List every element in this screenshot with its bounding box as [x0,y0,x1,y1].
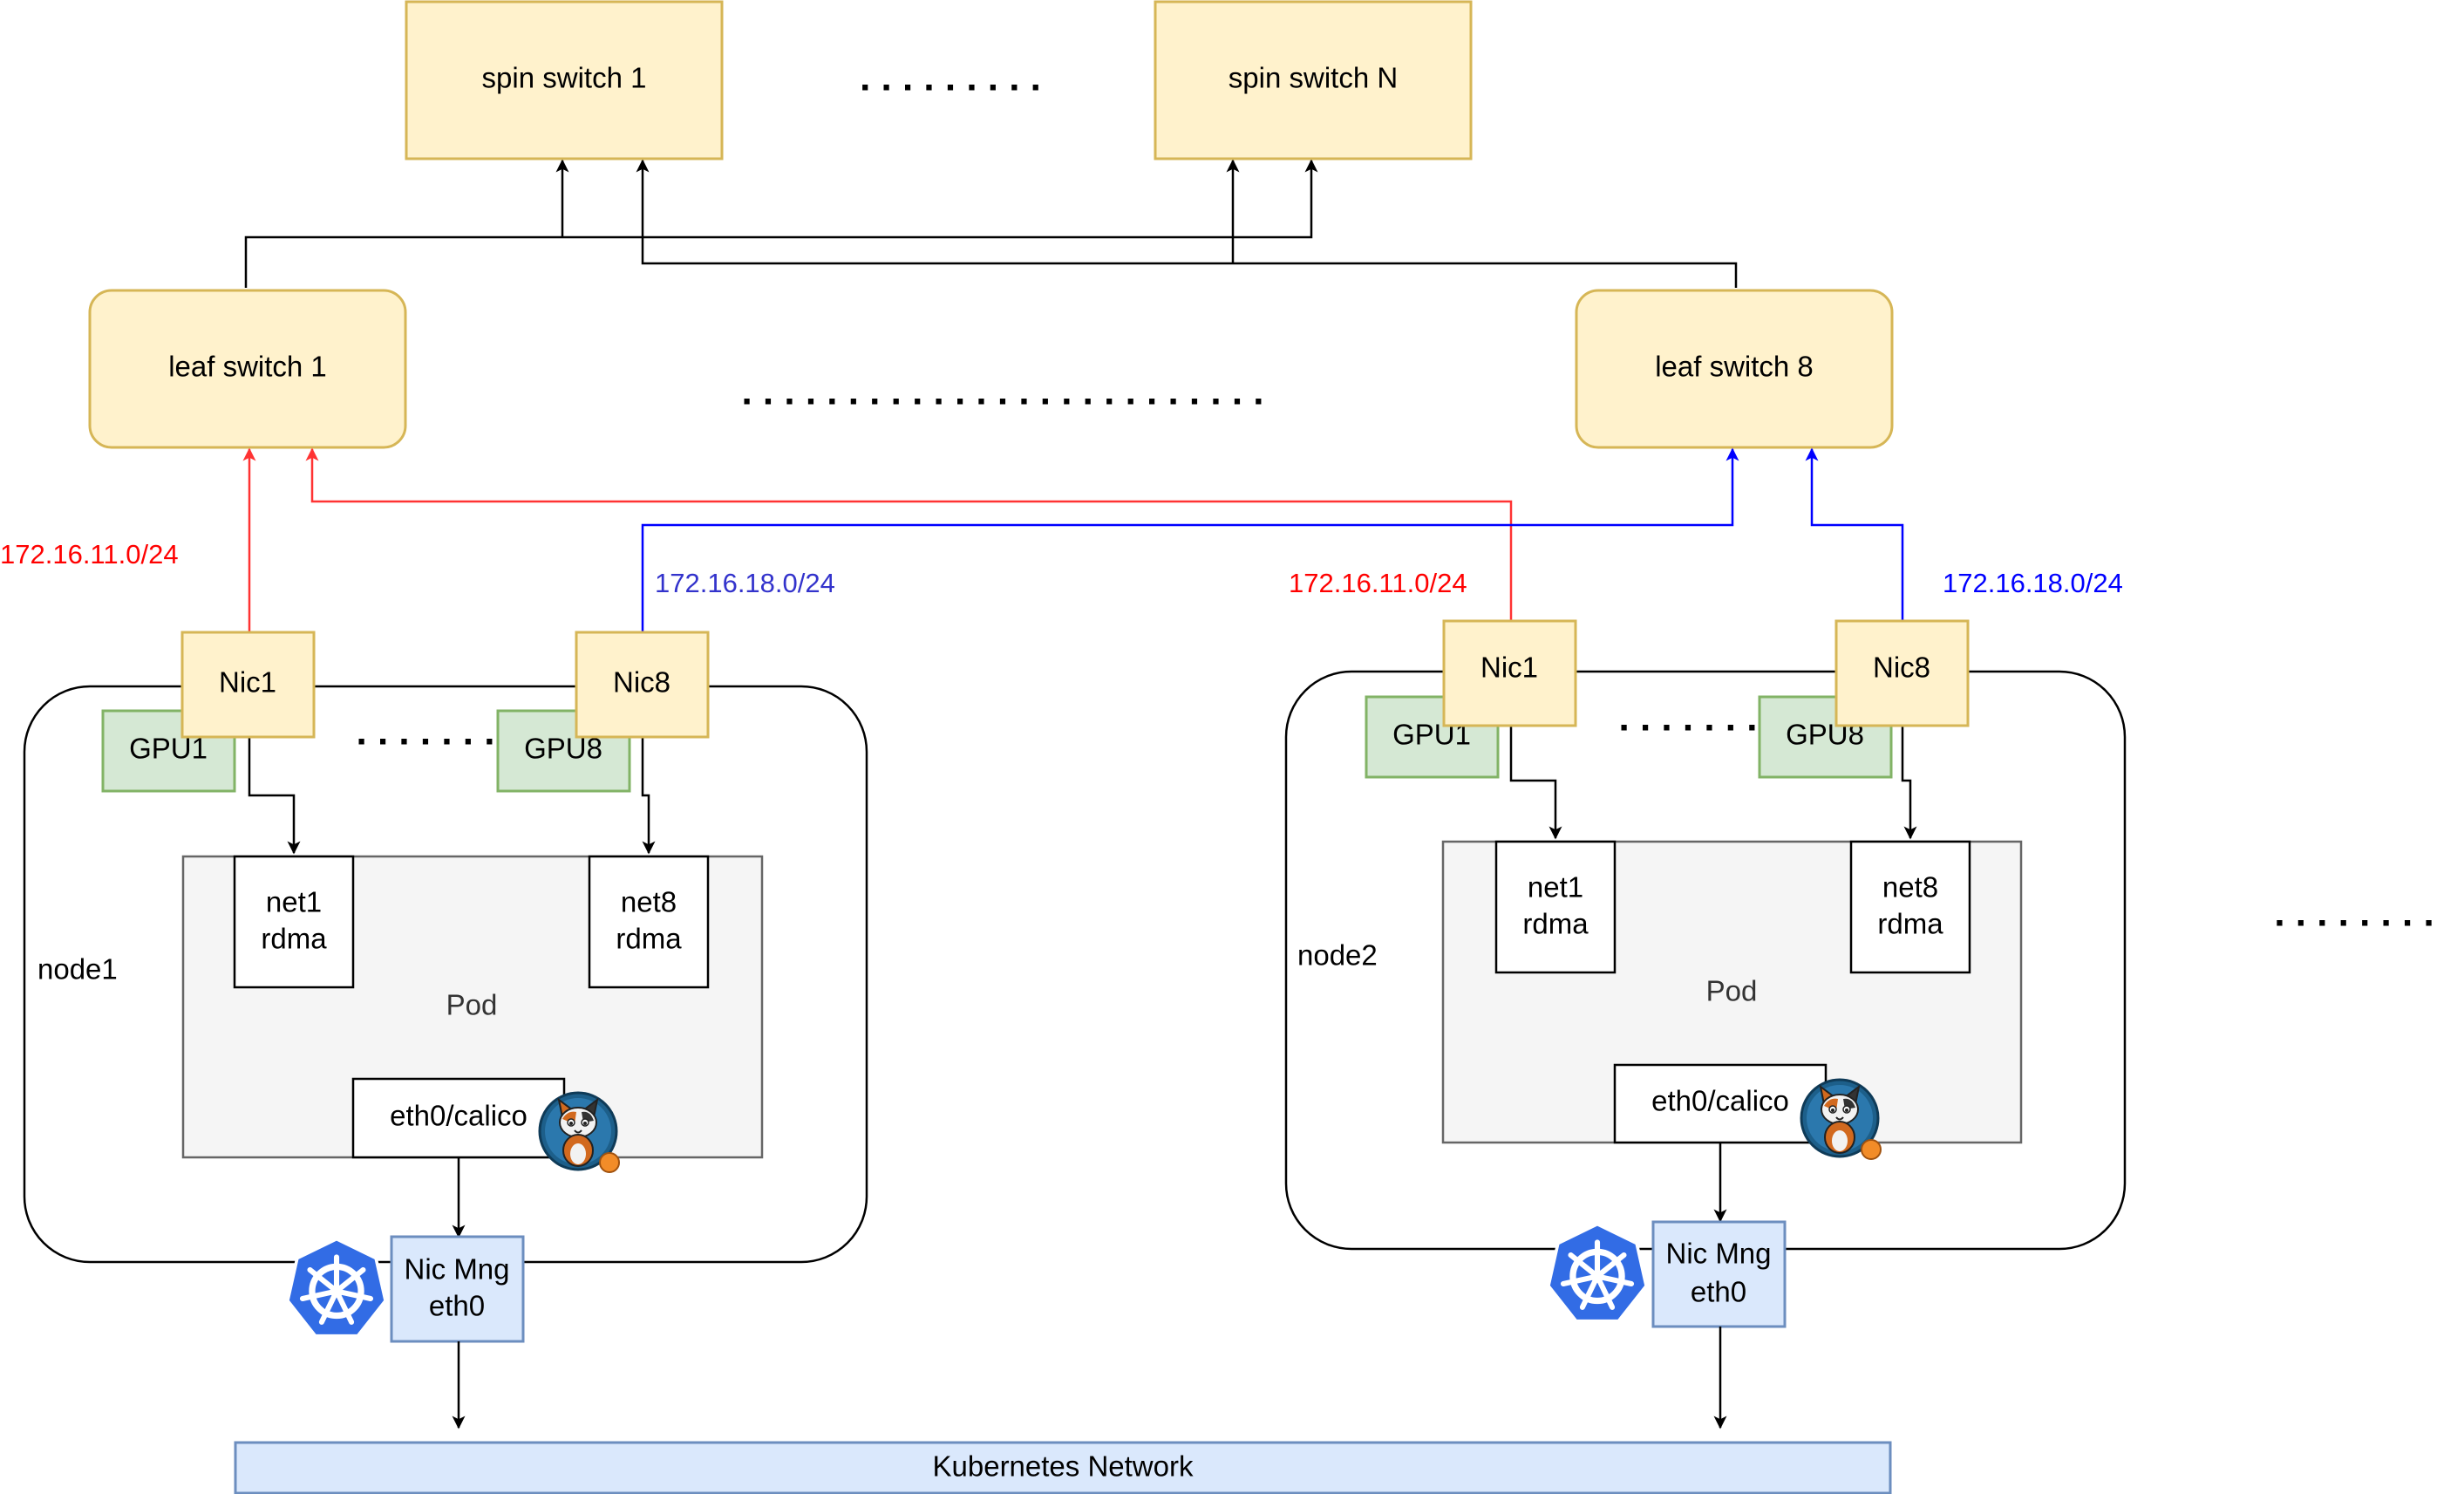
node1-nic-mng-eth0-label: eth0 [429,1290,485,1322]
node1-nic1 [180,631,316,739]
leaf-ellipsis: . . . . . . . . . . . . . . . . . . . . … [741,371,1263,413]
calico-cat-icon [1800,1078,1882,1161]
kubernetes-network-label: Kubernetes Network [933,1450,1194,1483]
subnet-label-node1-nic1: 172.16.11.0/24 [0,539,179,570]
leaf-switch-1-label: leaf switch 1 [168,351,327,383]
spine-switch-1-label: spin switch 1 [482,62,647,94]
node1-nic-mng-label: Nic Mng [404,1253,509,1286]
node1-pod-label: Pod [446,989,498,1021]
node2-label: node2 [1297,939,1378,972]
node1-gpu-ellipsis: . . . . . . . [357,711,495,754]
node2-eth0-calico-label: eth0/calico [1651,1085,1789,1117]
node2-net1-label: net1 [1528,871,1583,904]
node1-nic-mng [390,1235,525,1343]
node1-label: node1 [37,953,118,986]
rail8-links [641,447,1904,632]
leaf-switch-8: leaf switch 8 [1575,289,1894,449]
node1-nic8 [575,631,710,739]
subnet-label-node2-nic8: 172.16.18.0/24 [1943,568,2123,598]
node2-pod-label: Pod [1706,975,1758,1007]
node1-net1-box [233,855,355,989]
node2-net1-box [1494,840,1617,974]
node1-nic1-label: Nic1 [219,666,276,699]
spine-switch-n: spin switch N [1154,0,1473,160]
node1-net8-label: net8 [621,886,677,918]
node1-net1-rdma-label: rdma [261,923,327,955]
node2-nic-mng [1651,1220,1787,1328]
node2-nic1-label: Nic1 [1480,651,1538,684]
leaf-switch-1: leaf switch 1 [88,289,407,449]
node2-nic8-label: Nic8 [1873,651,1930,684]
node1-net8-rdma-label: rdma [616,923,682,955]
node1-net8-box [588,855,710,989]
node2: node2 Pod net1 rdma net8 rdma eth0/calic… [1284,619,2127,1429]
more-nodes-ellipsis: . . . . . . . . [2274,892,2433,935]
node1: node1 Pod net1 rdma net8 rdma eth0/calic… [23,631,868,1429]
spine-leaf-links [244,159,1738,288]
spine-switch-n-label: spin switch N [1229,62,1398,94]
node2-net8-label: net8 [1882,871,1938,904]
spine-switch-1: spin switch 1 [405,0,724,160]
node2-eth0-calico [1613,1063,1828,1144]
spine-ellipsis: . . . . . . . . . [860,57,1041,99]
calico-cat-icon [538,1091,621,1174]
node1-nic8-label: Nic8 [613,666,670,699]
node2-net8-box [1849,840,1971,974]
node1-internal-links [248,737,656,1238]
node2-gpu-ellipsis: . . . . . . . [1619,697,1758,740]
node1-net1-label: net1 [266,886,322,918]
node2-internal-links [1509,726,1917,1223]
subnet-label-node1-nic8: 172.16.18.0/24 [655,568,835,598]
kubernetes-network: Kubernetes Network [234,1441,1892,1494]
node2-net8-rdma-label: rdma [1877,908,1943,940]
node2-nic-mng-eth0-label: eth0 [1691,1276,1746,1308]
node2-nic8 [1834,619,1970,727]
node2-nic1 [1442,619,1577,727]
leaf-switch-8-label: leaf switch 8 [1655,351,1814,383]
subnet-label-node2-nic1: 172.16.11.0/24 [1289,568,1467,598]
rail1-links [242,447,1513,632]
node2-nic-mng-label: Nic Mng [1665,1238,1771,1270]
node1-eth0-calico-label: eth0/calico [390,1100,528,1132]
node2-net1-rdma-label: rdma [1522,908,1589,940]
